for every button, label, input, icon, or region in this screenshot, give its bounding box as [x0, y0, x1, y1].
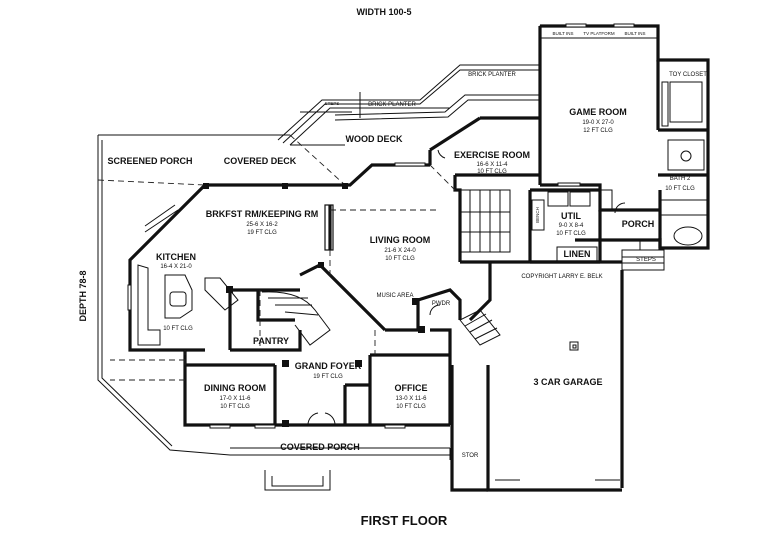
- tv-platform-label: TV PLATFORM: [583, 31, 614, 36]
- room-dims: 21-6 X 24-0: [384, 248, 416, 254]
- music-area-label: MUSIC AREA: [376, 293, 413, 299]
- room-dims: 25-6 X 16-2: [246, 222, 278, 228]
- room-foyer: GRAND FOYER 19 FT CLG: [295, 361, 362, 380]
- room-name: COVERED DECK: [224, 156, 297, 166]
- room-pwdr: PWDR: [432, 301, 451, 307]
- steps-deck-label: STEPS: [325, 101, 340, 106]
- walls: [128, 24, 710, 492]
- room-clg: 10 FT CLG: [220, 404, 250, 410]
- room-name: BATH 2: [670, 176, 691, 182]
- dashed-lines: [184, 164, 456, 365]
- room-name: PORCH: [622, 219, 655, 229]
- room-clg: 19 FT CLG: [247, 230, 277, 236]
- width-label: WIDTH 100-5: [356, 7, 411, 17]
- room-name: COVERED PORCH: [280, 442, 360, 452]
- room-name: LIVING ROOM: [370, 235, 431, 245]
- room-clg: 10 FT CLG: [556, 231, 586, 237]
- room-clg: 10 FT CLG: [163, 326, 193, 332]
- room-brkfst: BRKFST RM/KEEPING RM 25-6 X 16-2 19 FT C…: [206, 209, 319, 236]
- room-name: EXERCISE ROOM: [454, 150, 530, 160]
- copyright-label: COPYRIGHT LARRY E. BELK: [521, 274, 602, 280]
- room-name: SCREENED PORCH: [107, 156, 192, 166]
- room-covered-deck: COVERED DECK: [224, 156, 297, 166]
- room-name: KITCHEN: [156, 252, 196, 262]
- room-dims: 16-4 X 21-0: [160, 264, 192, 270]
- room-name: PANTRY: [253, 336, 289, 346]
- room-covered-porch: COVERED PORCH: [280, 442, 360, 452]
- room-name: LINEN: [564, 249, 591, 259]
- kitchen-fixtures: [137, 204, 239, 346]
- room-util: UTIL 9-0 X 8-4 10 FT CLG: [556, 211, 586, 237]
- game-room-fixtures: [539, 25, 709, 246]
- room-exercise: EXERCISE ROOM 16-6 X 11-4 10 FT CLG: [454, 150, 530, 175]
- plan-title: FIRST FLOOR: [361, 513, 448, 528]
- room-name: UTIL: [561, 211, 581, 221]
- room-linen: LINEN: [556, 246, 598, 262]
- room-clg: 10 FT CLG: [396, 404, 426, 410]
- room-porch-side: PORCH: [622, 219, 655, 229]
- wood-deck-outline: [277, 64, 540, 146]
- room-clg: 12 FT CLG: [583, 128, 613, 134]
- room-name: GRAND FOYER: [295, 361, 362, 371]
- brick-planter-upper-label: BRICK PLANTER: [468, 72, 516, 78]
- room-name: PWDR: [432, 301, 451, 307]
- room-screened-porch: SCREENED PORCH: [107, 156, 192, 166]
- columns: [203, 183, 425, 427]
- tv-built-ins-right: BUILT INS: [624, 31, 645, 36]
- toy-closet-label: TOY CLOSET: [669, 72, 707, 78]
- room-game: GAME ROOM 19-0 X 27-0 12 FT CLG: [569, 107, 627, 134]
- room-dims: 9-0 X 8-4: [559, 223, 584, 229]
- steps-porch-label: STEPS: [636, 257, 656, 263]
- room-clg: 19 FT CLG: [313, 374, 343, 380]
- room-pantry: PANTRY: [253, 336, 289, 346]
- room-garage: 3 CAR GARAGE: [533, 377, 602, 387]
- room-name: 3 CAR GARAGE: [533, 377, 602, 387]
- room-dining: DINING ROOM 17-0 X 11-6 10 FT CLG: [204, 383, 266, 410]
- room-clg: 10 FT CLG: [477, 169, 507, 175]
- room-dims: 13-0 X 11-6: [396, 396, 428, 402]
- staircases: [261, 189, 511, 346]
- room-clg: 10 FT CLG: [665, 186, 695, 192]
- stor-label: STOR: [462, 453, 479, 459]
- screened-porch-outline: [97, 134, 451, 491]
- room-office: OFFICE 13-0 X 11-6 10 FT CLG: [395, 383, 428, 410]
- room-dims: 16-6 X 11-4: [477, 162, 509, 168]
- tv-built-ins-left: BUILT INS: [552, 31, 573, 36]
- room-name: OFFICE: [395, 383, 428, 393]
- wood-deck-label: WOOD DECK: [346, 134, 403, 144]
- util-fixtures: [531, 189, 613, 231]
- room-living: LIVING ROOM 21-6 X 24-0 10 FT CLG: [370, 235, 431, 262]
- room-name: BRKFST RM/KEEPING RM: [206, 209, 319, 219]
- porch-steps: [621, 239, 665, 271]
- room-dims: 17-0 X 11-6: [220, 396, 252, 402]
- room-dims: 19-0 X 27-0: [582, 120, 614, 126]
- room-clg: 10 FT CLG: [385, 256, 415, 262]
- bench-label: BENCH: [535, 207, 540, 223]
- room-name: GAME ROOM: [569, 107, 627, 117]
- openings: [127, 23, 635, 429]
- room-bath2: BATH 2 10 FT CLG: [665, 176, 695, 192]
- brick-planter-lower-label: BRICK PLANTER: [368, 102, 416, 108]
- room-name: DINING ROOM: [204, 383, 266, 393]
- depth-label: DEPTH 78-8: [78, 270, 88, 321]
- garage-details: [495, 341, 620, 481]
- room-kitchen: KITCHEN 16-4 X 21-0 10 FT CLG: [156, 252, 196, 332]
